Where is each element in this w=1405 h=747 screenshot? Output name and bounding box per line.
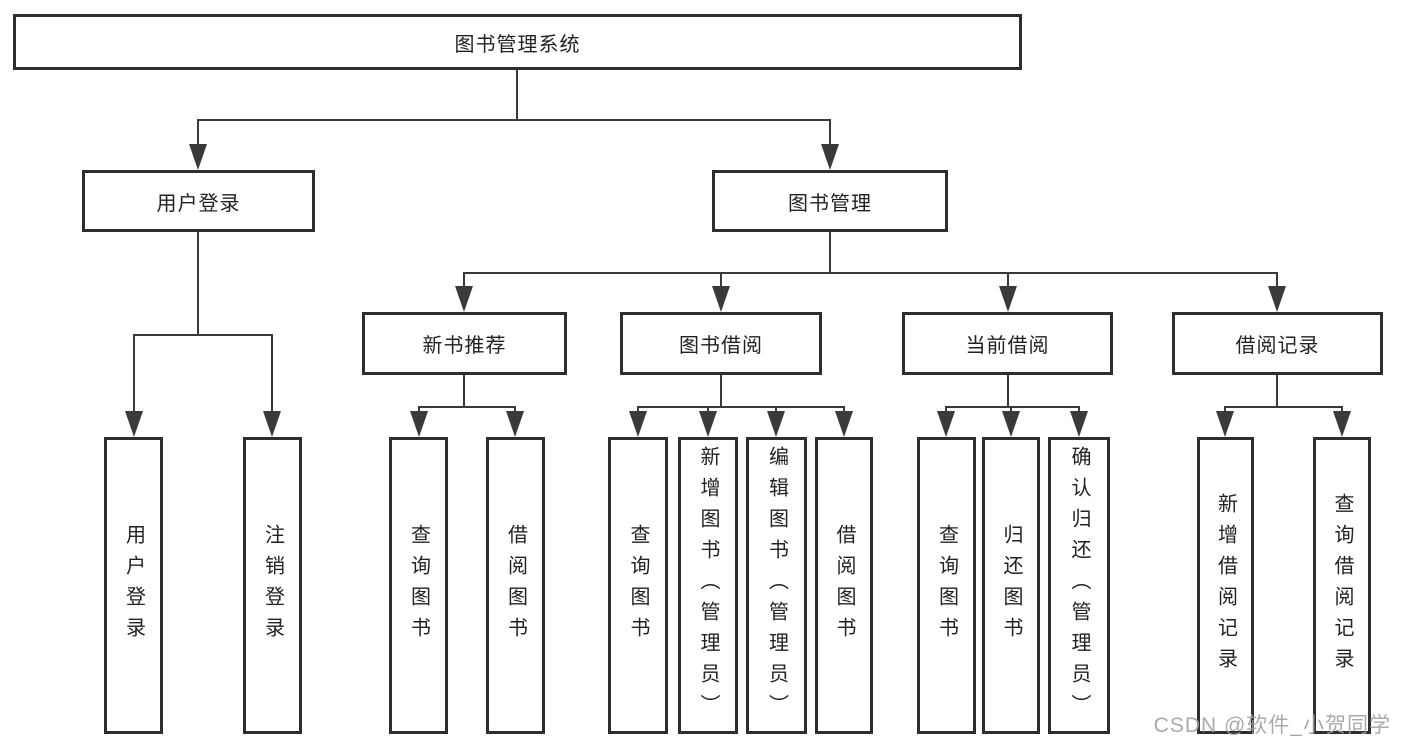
- leaf-record-add: 新增借阅记录: [1197, 437, 1254, 734]
- connector-line: [197, 232, 199, 335]
- leaf-borrow-edit: 编辑图书（管理员）: [746, 437, 807, 734]
- leaf-current-query: 查询图书: [917, 437, 976, 734]
- leaf-newbook-query: 查询图书: [389, 437, 448, 734]
- node-book-manage: 图书管理: [712, 170, 948, 232]
- connector-line: [945, 406, 947, 414]
- connector-line: [829, 232, 831, 273]
- leaf-current-return: 归还图书: [982, 437, 1040, 734]
- connector-line: [1224, 406, 1342, 408]
- arrowhead-icon: [506, 411, 524, 437]
- connector-line: [133, 334, 273, 336]
- arrowhead-icon: [629, 411, 647, 437]
- csdn-watermark: CSDN @软件_小贺同学: [1153, 714, 1391, 737]
- arrowhead-icon: [835, 411, 853, 437]
- connector-line: [1078, 406, 1080, 414]
- arrowhead-icon: [699, 411, 717, 437]
- connector-line: [418, 406, 516, 408]
- leaf-borrow-query: 查询图书: [608, 437, 668, 734]
- node-root: 图书管理系统: [13, 14, 1022, 70]
- leaf-newbook-borrow: 借阅图书: [486, 437, 545, 734]
- connector-line: [197, 119, 199, 146]
- arrowhead-icon: [125, 411, 143, 437]
- arrowhead-icon: [263, 411, 281, 437]
- arrowhead-icon: [1070, 411, 1088, 437]
- connector-line: [1341, 406, 1343, 414]
- connector-line: [1007, 375, 1009, 407]
- node-new-book: 新书推荐: [362, 312, 567, 375]
- node-user-login: 用户登录: [82, 170, 315, 232]
- arrowhead-icon: [189, 144, 207, 170]
- arrowhead-icon: [821, 144, 839, 170]
- node-borrow-record: 借阅记录: [1172, 312, 1383, 375]
- connector-line: [1276, 272, 1278, 288]
- leaf-borrow-add: 新增图书（管理员）: [678, 437, 738, 734]
- arrowhead-icon: [410, 411, 428, 437]
- connector-line: [1224, 406, 1226, 414]
- connector-line: [945, 406, 1079, 408]
- connector-line: [418, 406, 420, 414]
- leaf-logout: 注销登录: [243, 437, 302, 734]
- node-book-borrow: 图书借阅: [620, 312, 822, 375]
- connector-line: [720, 375, 722, 407]
- connector-line: [637, 406, 639, 414]
- connector-line: [463, 272, 1278, 274]
- arrowhead-icon: [455, 286, 473, 312]
- connector-line: [775, 406, 777, 414]
- connector-line: [197, 119, 831, 121]
- leaf-user-login: 用户登录: [104, 437, 163, 734]
- connector-line: [1010, 406, 1012, 414]
- connector-line: [133, 334, 135, 413]
- arrowhead-icon: [1333, 411, 1351, 437]
- arrowhead-icon: [1002, 411, 1020, 437]
- leaf-borrow-borrow: 借阅图书: [815, 437, 873, 734]
- connector-line: [463, 375, 465, 407]
- leaf-record-query: 查询借阅记录: [1313, 437, 1371, 734]
- arrowhead-icon: [937, 411, 955, 437]
- connector-line: [1007, 272, 1009, 288]
- connector-line: [707, 406, 709, 414]
- arrowhead-icon: [1216, 411, 1234, 437]
- connector-line: [516, 70, 518, 119]
- connector-line: [829, 119, 831, 146]
- connector-line: [843, 406, 845, 414]
- arrowhead-icon: [712, 286, 730, 312]
- connector-line: [463, 272, 465, 288]
- connector-line: [1276, 375, 1278, 407]
- node-current-borrow: 当前借阅: [902, 312, 1113, 375]
- leaf-current-confirm: 确认归还（管理员）: [1048, 437, 1110, 734]
- connector-line: [720, 272, 722, 288]
- connector-line: [271, 334, 273, 413]
- connector-line: [637, 406, 844, 408]
- arrowhead-icon: [999, 286, 1017, 312]
- arrowhead-icon: [767, 411, 785, 437]
- arrowhead-icon: [1268, 286, 1286, 312]
- connector-line: [514, 406, 516, 414]
